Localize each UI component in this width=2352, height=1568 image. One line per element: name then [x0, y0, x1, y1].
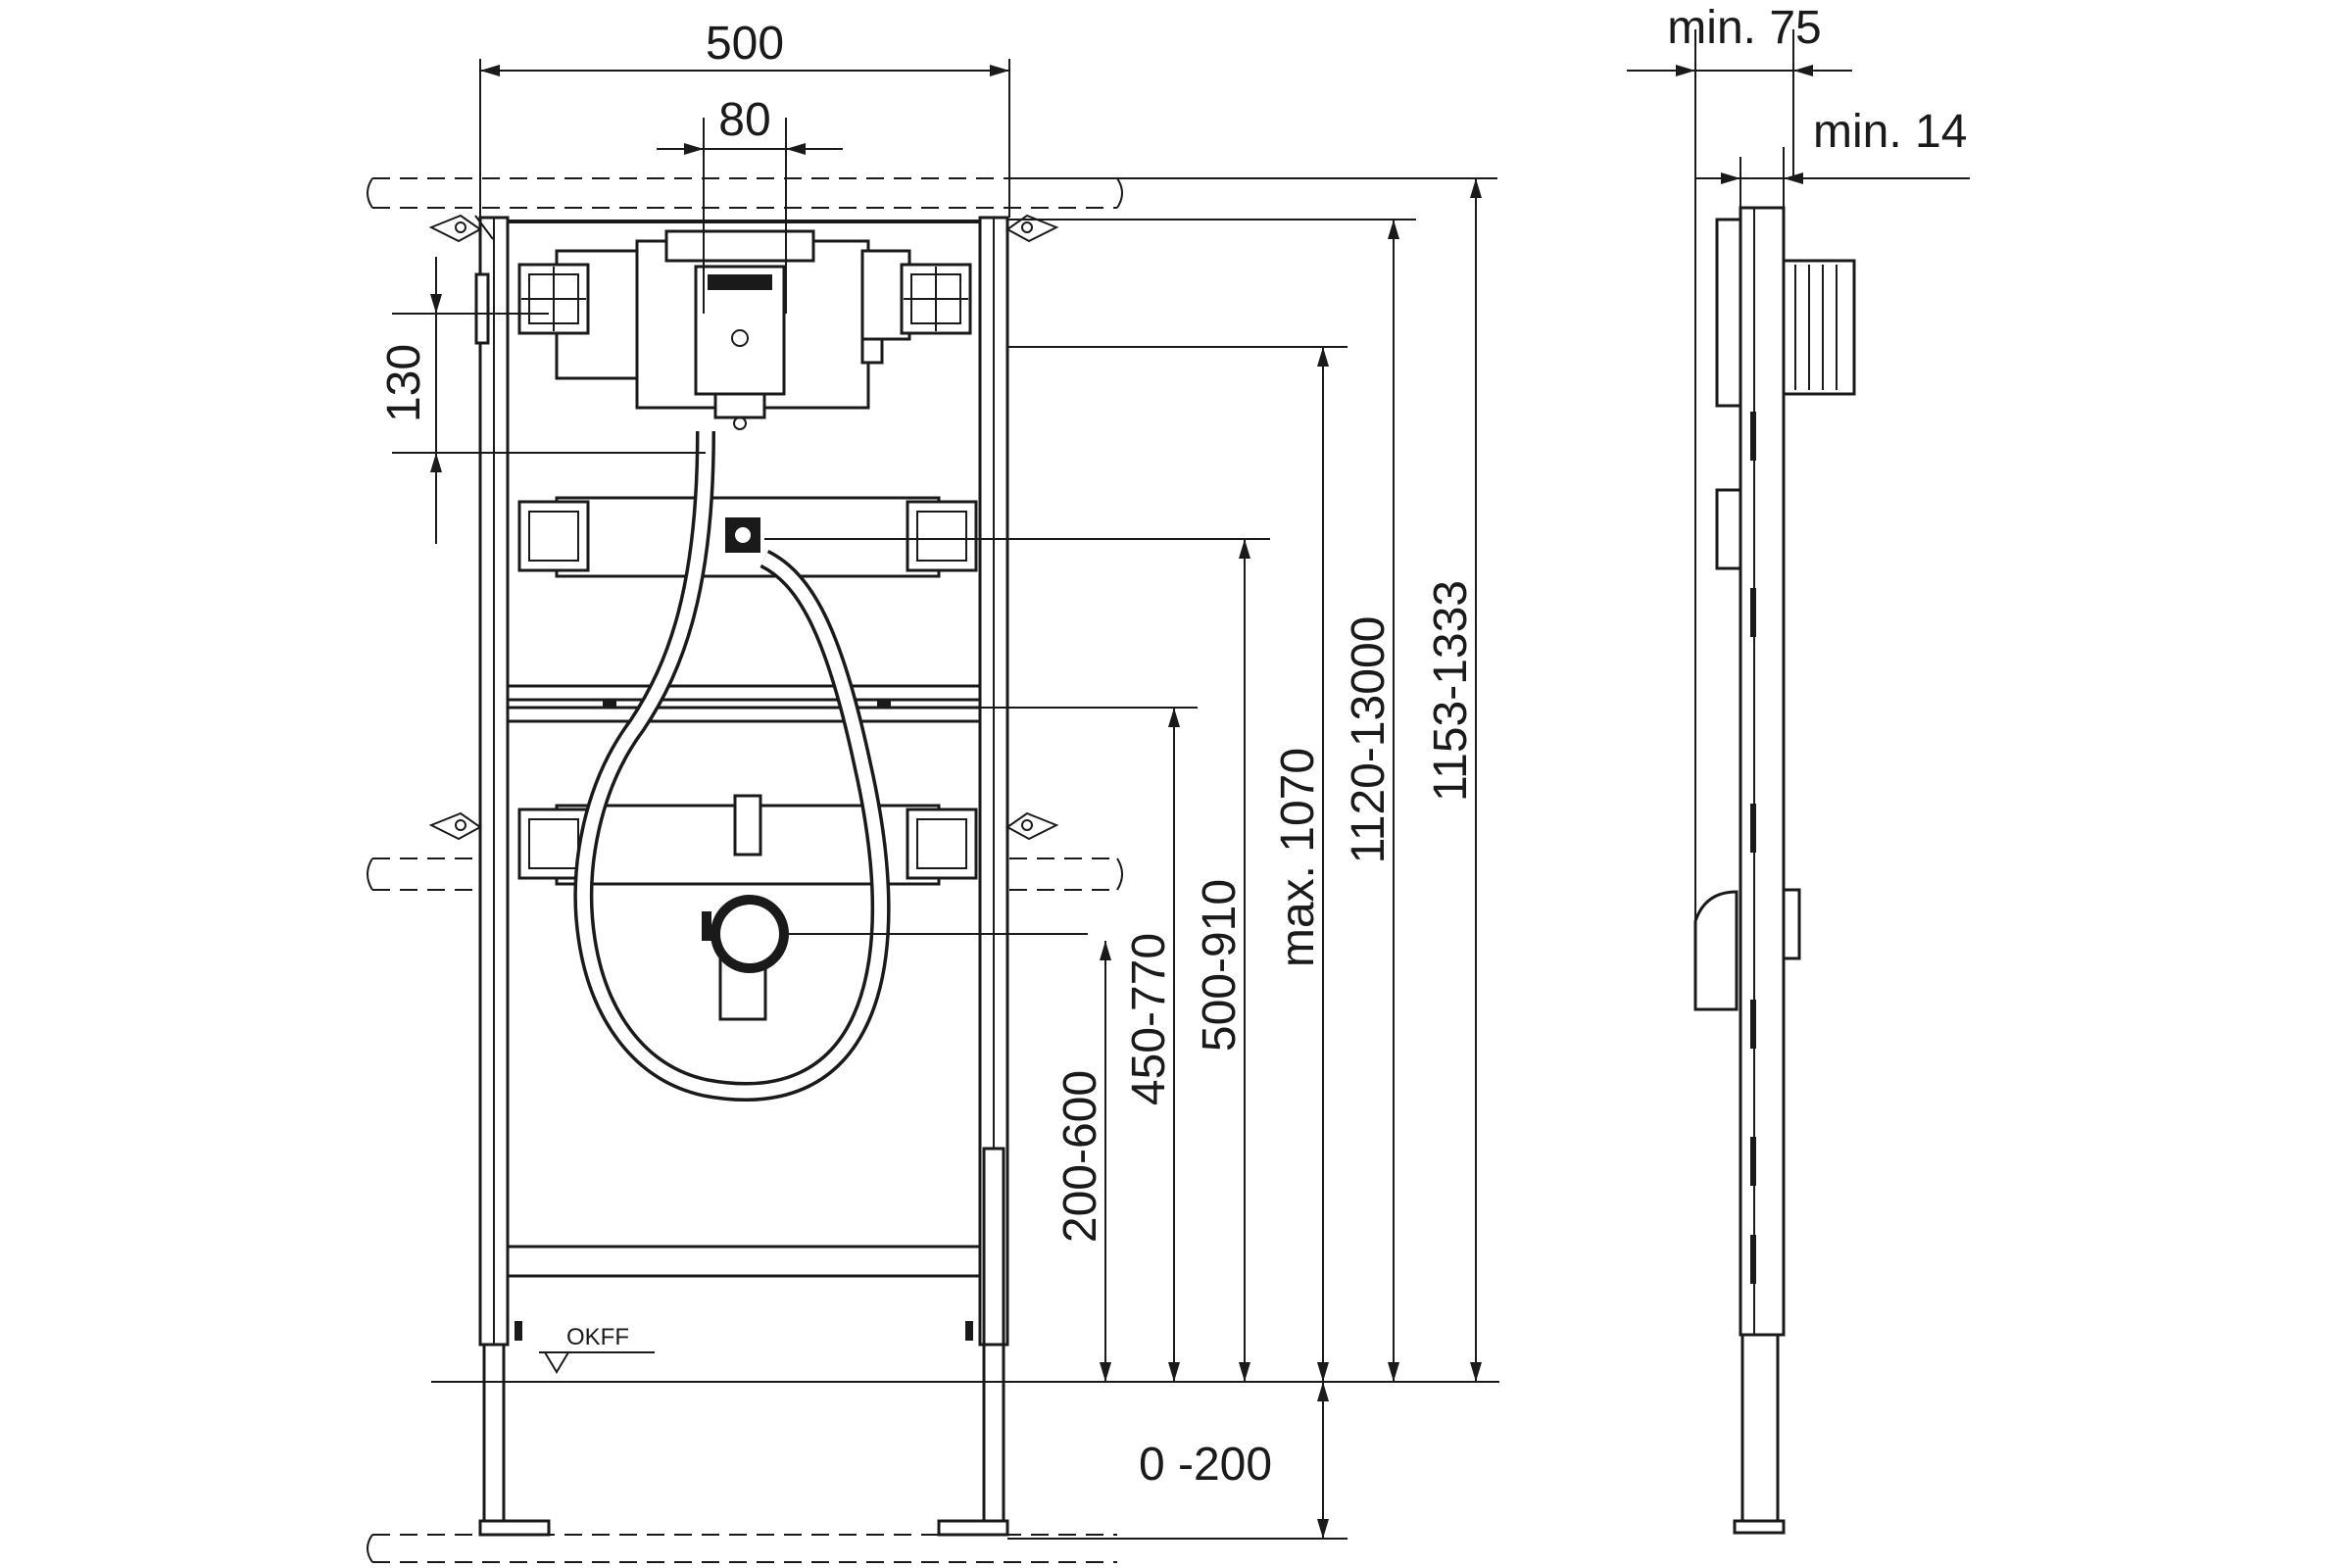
dim-0-200-label: 0 -200: [1139, 1439, 1272, 1491]
wall-bracket-mid-left: [428, 811, 482, 841]
upper-cross-plate: [517, 496, 978, 578]
frame-side-view: [1693, 29, 1856, 1535]
dimension-130: 130: [378, 257, 706, 544]
wall-bracket-top-left: [428, 214, 494, 243]
middle-wall-band: [367, 858, 1123, 891]
dimension-450-770: 450-770: [1123, 708, 1180, 1382]
dim-1120-13000-label: 1120-13000: [1343, 616, 1395, 864]
frame-front-view: [478, 216, 1009, 1537]
okff-label: OKFF: [566, 1324, 629, 1350]
dim-200-600-label: 200-600: [1054, 1070, 1106, 1243]
dimension-max-1070: max. 1070: [1272, 347, 1329, 1382]
dimension-500-910: 500-910: [1194, 539, 1250, 1382]
dim-80-label: 80: [718, 94, 770, 146]
dimension-1153-1333: 1153-1333: [1425, 178, 1482, 1382]
middle-rail: [506, 684, 982, 723]
mounting-block-top-left: [517, 263, 590, 335]
post-clamp: [474, 272, 490, 345]
dim-min-14-label: min. 14: [1813, 106, 1967, 158]
wall-bracket-mid-right: [1005, 811, 1059, 841]
dim-500-label: 500: [706, 18, 784, 70]
dimension-200-600: 200-600: [1054, 941, 1111, 1382]
dim-min-75-label: min. 75: [1667, 2, 1821, 54]
dimension-min-14: min. 14: [1695, 106, 1970, 261]
mounting-block-top-right: [900, 263, 972, 335]
flexible-hose: [573, 430, 891, 1102]
urinal-outlet: [702, 895, 789, 1021]
dim-1153-1333-label: 1153-1333: [1425, 580, 1477, 802]
dimension-1120-13000: 1120-13000: [1343, 220, 1399, 1382]
dim-130-label: 130: [378, 344, 430, 422]
dim-450-770-label: 450-770: [1123, 933, 1175, 1105]
dimension-500: 500: [479, 18, 1010, 218]
dimension-min-75: min. 75: [1627, 2, 1852, 76]
floor-band: [367, 1534, 1117, 1563]
dim-500-910-label: 500-910: [1194, 879, 1246, 1052]
upper-wall-band: [367, 177, 1123, 209]
flush-valve-box: [555, 229, 911, 430]
dimension-80: 80: [657, 94, 843, 314]
dim-max-1070-label: max. 1070: [1272, 748, 1324, 967]
dimension-0-200: 0 -200: [1007, 1382, 1348, 1540]
